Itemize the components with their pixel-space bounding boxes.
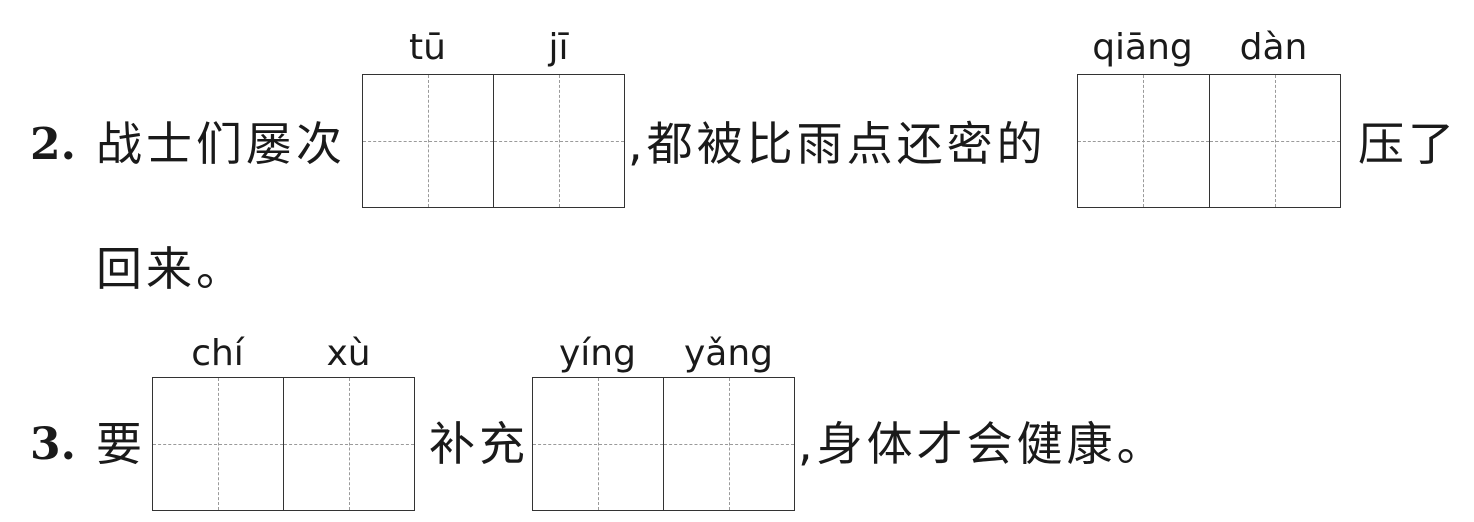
- answer-box-qiangdan[interactable]: [1077, 74, 1341, 208]
- character-cell[interactable]: [153, 378, 283, 510]
- question-number: 2.: [30, 119, 76, 170]
- sentence-text-line2: 回来。: [96, 242, 246, 296]
- sentence-text-before: 要: [96, 417, 146, 471]
- sentence-text-after: ,身体才会健康。: [798, 417, 1167, 471]
- character-cell[interactable]: [493, 75, 624, 207]
- pinyin-label: yíng: [559, 333, 636, 374]
- sentence-text-middle: ,都被比雨点还密的: [628, 117, 1047, 171]
- character-cell[interactable]: [363, 75, 493, 207]
- question-number: 3.: [30, 419, 76, 470]
- pinyin-label: yǎng: [683, 333, 774, 374]
- answer-box-yingyang[interactable]: [532, 377, 795, 511]
- sentence-text-middle: 补充: [429, 417, 529, 471]
- pinyin-label: jī: [548, 27, 569, 68]
- answer-box-chixu[interactable]: [152, 377, 415, 511]
- sentence-text-before: 战士们屡次: [96, 117, 346, 171]
- pinyin-label: dàn: [1239, 27, 1308, 68]
- pinyin-label: chí: [191, 333, 244, 374]
- answer-box-tuji[interactable]: [362, 74, 625, 208]
- pinyin-label: xù: [326, 333, 371, 374]
- pinyin-label: tū: [409, 27, 446, 68]
- character-cell[interactable]: [1208, 75, 1341, 207]
- character-cell[interactable]: [663, 378, 794, 510]
- character-cell[interactable]: [1078, 75, 1209, 207]
- character-cell[interactable]: [533, 378, 663, 510]
- character-cell[interactable]: [283, 378, 414, 510]
- pinyin-label: qiāng: [1092, 27, 1193, 68]
- sentence-text-after: 压了: [1358, 117, 1458, 171]
